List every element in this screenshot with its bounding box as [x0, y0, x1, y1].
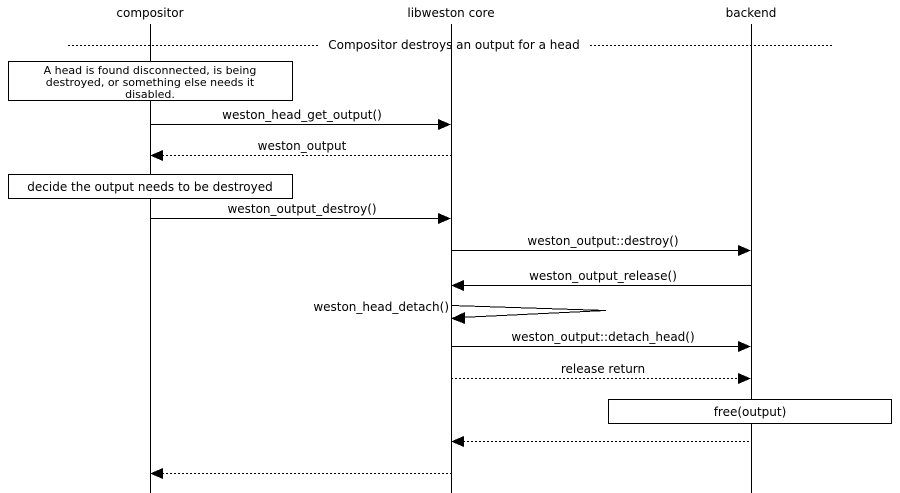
lifeline-label-libweston-core: libweston core: [407, 6, 494, 20]
note-decide-destroy: decide the output needs to be destroyed: [8, 174, 293, 199]
lifeline-label-backend: backend: [726, 6, 777, 20]
message-label-weston-output-return: weston_output: [258, 139, 347, 153]
note-decide-destroy-text: decide the output needs to be destroyed: [27, 180, 272, 194]
arrowhead-weston-output-return: [150, 150, 163, 161]
message-label-weston-output-release: weston_output_release(): [529, 269, 677, 283]
note-head-disconnected-line-2: destroyed, or something else needs it: [46, 76, 255, 89]
divider-compositor-destroys-output: Compositor destroys an output for a head: [68, 38, 832, 52]
message-weston-output-return: weston_output: [150, 139, 451, 161]
message-weston-output-destroy-vfunc: weston_output::destroy(): [451, 234, 751, 256]
arrowhead-core-return-to-compositor: [150, 468, 163, 479]
lifeline-header-compositor: compositor: [116, 6, 183, 20]
message-backend-return-to-core: [451, 436, 751, 447]
note-head-disconnected-rect: [8, 61, 293, 101]
message-weston-output-destroy: weston_output_destroy(): [150, 202, 451, 224]
note-decide-destroy-rect: [8, 174, 293, 199]
message-label-weston-output-detach-head: weston_output::detach_head(): [511, 330, 694, 344]
arrowhead-release-return: [738, 373, 751, 384]
arrowhead-weston-output-detach-head: [738, 341, 751, 352]
lifeline-header-backend: backend: [726, 6, 777, 20]
note-head-disconnected-line-1: A head is found disconnected, is being: [44, 64, 257, 77]
message-weston-output-release: weston_output_release(): [451, 269, 751, 291]
arrowhead-weston-output-destroy: [438, 213, 451, 224]
message-label-weston-output-destroy: weston_output_destroy(): [227, 202, 376, 216]
note-head-disconnected-line-3: disabled.: [125, 88, 175, 101]
lifeline-header-libweston-core: libweston core: [407, 6, 494, 20]
divider-title: Compositor destroys an output for a head: [328, 38, 580, 52]
message-weston-head-detach: weston_head_detach(): [313, 300, 607, 324]
message-weston-head-get-output: weston_head_get_output(): [150, 108, 451, 130]
lifeline-label-compositor: compositor: [116, 6, 183, 20]
message-core-return-to-compositor: [150, 468, 451, 479]
message-label-weston-head-get-output: weston_head_get_output(): [222, 108, 382, 122]
message-label-weston-output-destroy-vfunc: weston_output::destroy(): [527, 234, 678, 248]
message-line-weston-head-detach-out: [451, 305, 607, 311]
message-release-return: release return: [451, 362, 751, 384]
arrowhead-weston-head-detach: [451, 312, 465, 324]
arrowhead-weston-output-destroy-vfunc: [738, 245, 751, 256]
message-weston-output-detach-head: weston_output::detach_head(): [451, 330, 751, 352]
message-label-weston-head-detach: weston_head_detach(): [313, 300, 449, 314]
arrowhead-weston-head-get-output: [438, 119, 451, 130]
note-head-disconnected: A head is found disconnected, is being d…: [8, 61, 293, 101]
note-free-output-text: free(output): [714, 405, 787, 419]
note-free-output: free(output): [608, 399, 892, 424]
arrowhead-backend-return-to-core: [451, 436, 464, 447]
arrowhead-weston-output-release: [451, 280, 464, 291]
message-line-weston-head-detach-back: [459, 310, 607, 318]
note-free-output-rect: [608, 399, 892, 424]
message-label-release-return: release return: [561, 362, 645, 376]
